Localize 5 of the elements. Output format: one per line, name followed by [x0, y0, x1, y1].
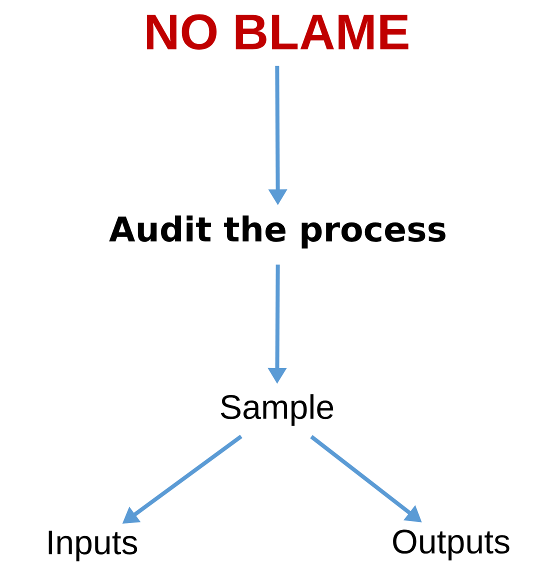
title-text: NO BLAME	[147, 14, 408, 50]
step-text: Inputs	[48, 530, 138, 562]
step-text: Sample	[220, 394, 334, 426]
step-text: Outputs	[393, 530, 510, 560]
heading-text: Audit the process	[109, 216, 446, 248]
